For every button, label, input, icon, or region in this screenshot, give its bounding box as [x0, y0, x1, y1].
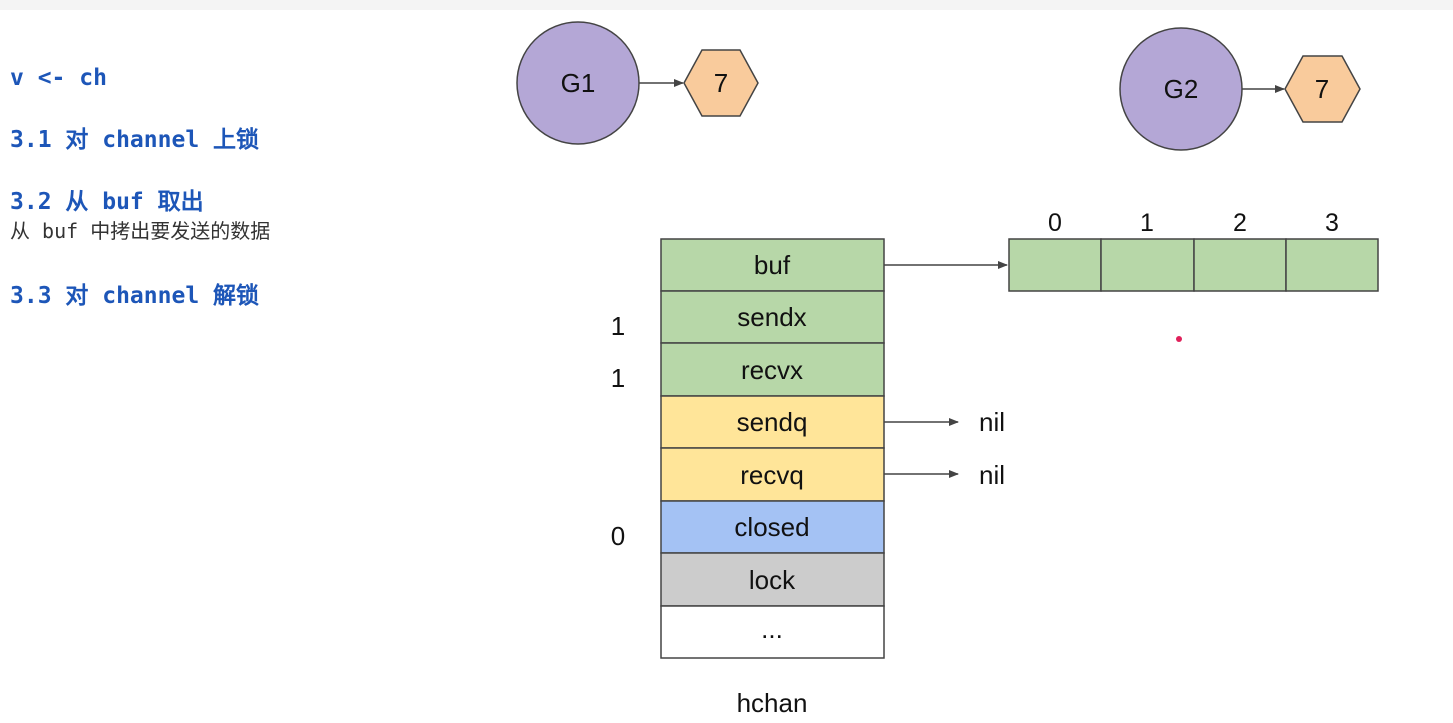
- goroutine-g1: G1 7: [516, 21, 759, 145]
- hchan-field-sendq-box: [660, 395, 885, 449]
- hchan-field-recvq: recvq nil: [660, 447, 1005, 502]
- buffer-index-3: 3: [1325, 209, 1339, 237]
- hchan-field-sendx-label: sendx: [737, 302, 806, 332]
- step-unlock: 3.3 对 channel 解锁: [10, 283, 260, 309]
- hchan-struct: buf sendx 1 recvx 1 sendq nil recvq nil: [611, 238, 1008, 718]
- hchan-field-more-label: ...: [761, 614, 783, 644]
- hchan-field-sendx-value: 1: [611, 311, 625, 341]
- hchan-field-closed-label: closed: [734, 512, 809, 542]
- hchan-field-sendq-label: sendq: [737, 407, 808, 437]
- hchan-caption: hchan: [737, 688, 808, 718]
- goroutine-g2-value-hexagon: [1284, 55, 1361, 123]
- hchan-field-recvx-label: recvx: [741, 355, 803, 385]
- step-lock: 3.1 对 channel 上锁: [10, 127, 260, 153]
- step-take-from-buf: 3.2 从 buf 取出: [10, 189, 204, 215]
- hchan-field-more-box: [660, 605, 885, 659]
- buffer-index-1: 1: [1140, 209, 1154, 237]
- goroutine-g1-value-hexagon: [683, 49, 759, 117]
- hchan-field-lock-label: lock: [749, 565, 796, 595]
- buffer-index-2: 2: [1233, 209, 1247, 237]
- hchan-field-buf-box: [660, 238, 885, 292]
- hchan-field-recvx-box: [660, 342, 885, 397]
- receive-statement: v <- ch: [10, 65, 107, 91]
- goroutine-g1-value: 7: [714, 68, 728, 98]
- hchan-field-sendx-box: [660, 290, 885, 344]
- hchan-field-recvx: recvx 1: [611, 342, 885, 397]
- ring-buffer: 0 1 2 3: [1008, 209, 1379, 292]
- hchan-field-closed-box: [660, 500, 885, 554]
- hchan-field-sendq: sendq nil: [660, 395, 1005, 449]
- step-take-description: 从 buf 中拷出要发送的数据: [10, 219, 271, 243]
- hchan-field-more: ...: [660, 605, 885, 659]
- hchan-field-lock-box: [660, 552, 885, 607]
- hchan-field-buf: buf: [660, 238, 1008, 292]
- goroutine-g1-label: G1: [561, 68, 596, 98]
- buffer-slot-2: [1193, 238, 1287, 292]
- hchan-field-lock: lock: [660, 552, 885, 607]
- buffer-index-0: 0: [1048, 209, 1062, 237]
- hchan-field-closed-value: 0: [611, 521, 625, 551]
- cursor-dot: [1176, 336, 1182, 342]
- sendq-target: nil: [979, 407, 1005, 437]
- goroutine-g2: G2 7: [1119, 27, 1361, 151]
- buffer-slot-3: [1285, 238, 1379, 292]
- buffer-slot-1: [1100, 238, 1195, 292]
- hchan-field-closed: closed 0: [611, 500, 885, 554]
- goroutine-g2-label: G2: [1164, 74, 1199, 104]
- top-strip: [0, 0, 1453, 10]
- buffer-slot-0: [1008, 238, 1102, 292]
- recvq-target: nil: [979, 460, 1005, 490]
- hchan-field-recvq-box: [660, 447, 885, 502]
- goroutine-g2-value: 7: [1315, 74, 1329, 104]
- hchan-field-sendx: sendx 1: [611, 290, 885, 344]
- hchan-field-buf-label: buf: [754, 250, 791, 280]
- notes-panel: v <- ch 3.1 对 channel 上锁 3.2 从 buf 取出 从 …: [10, 62, 450, 312]
- hchan-field-recvq-label: recvq: [740, 460, 804, 490]
- hchan-field-recvx-value: 1: [611, 363, 625, 393]
